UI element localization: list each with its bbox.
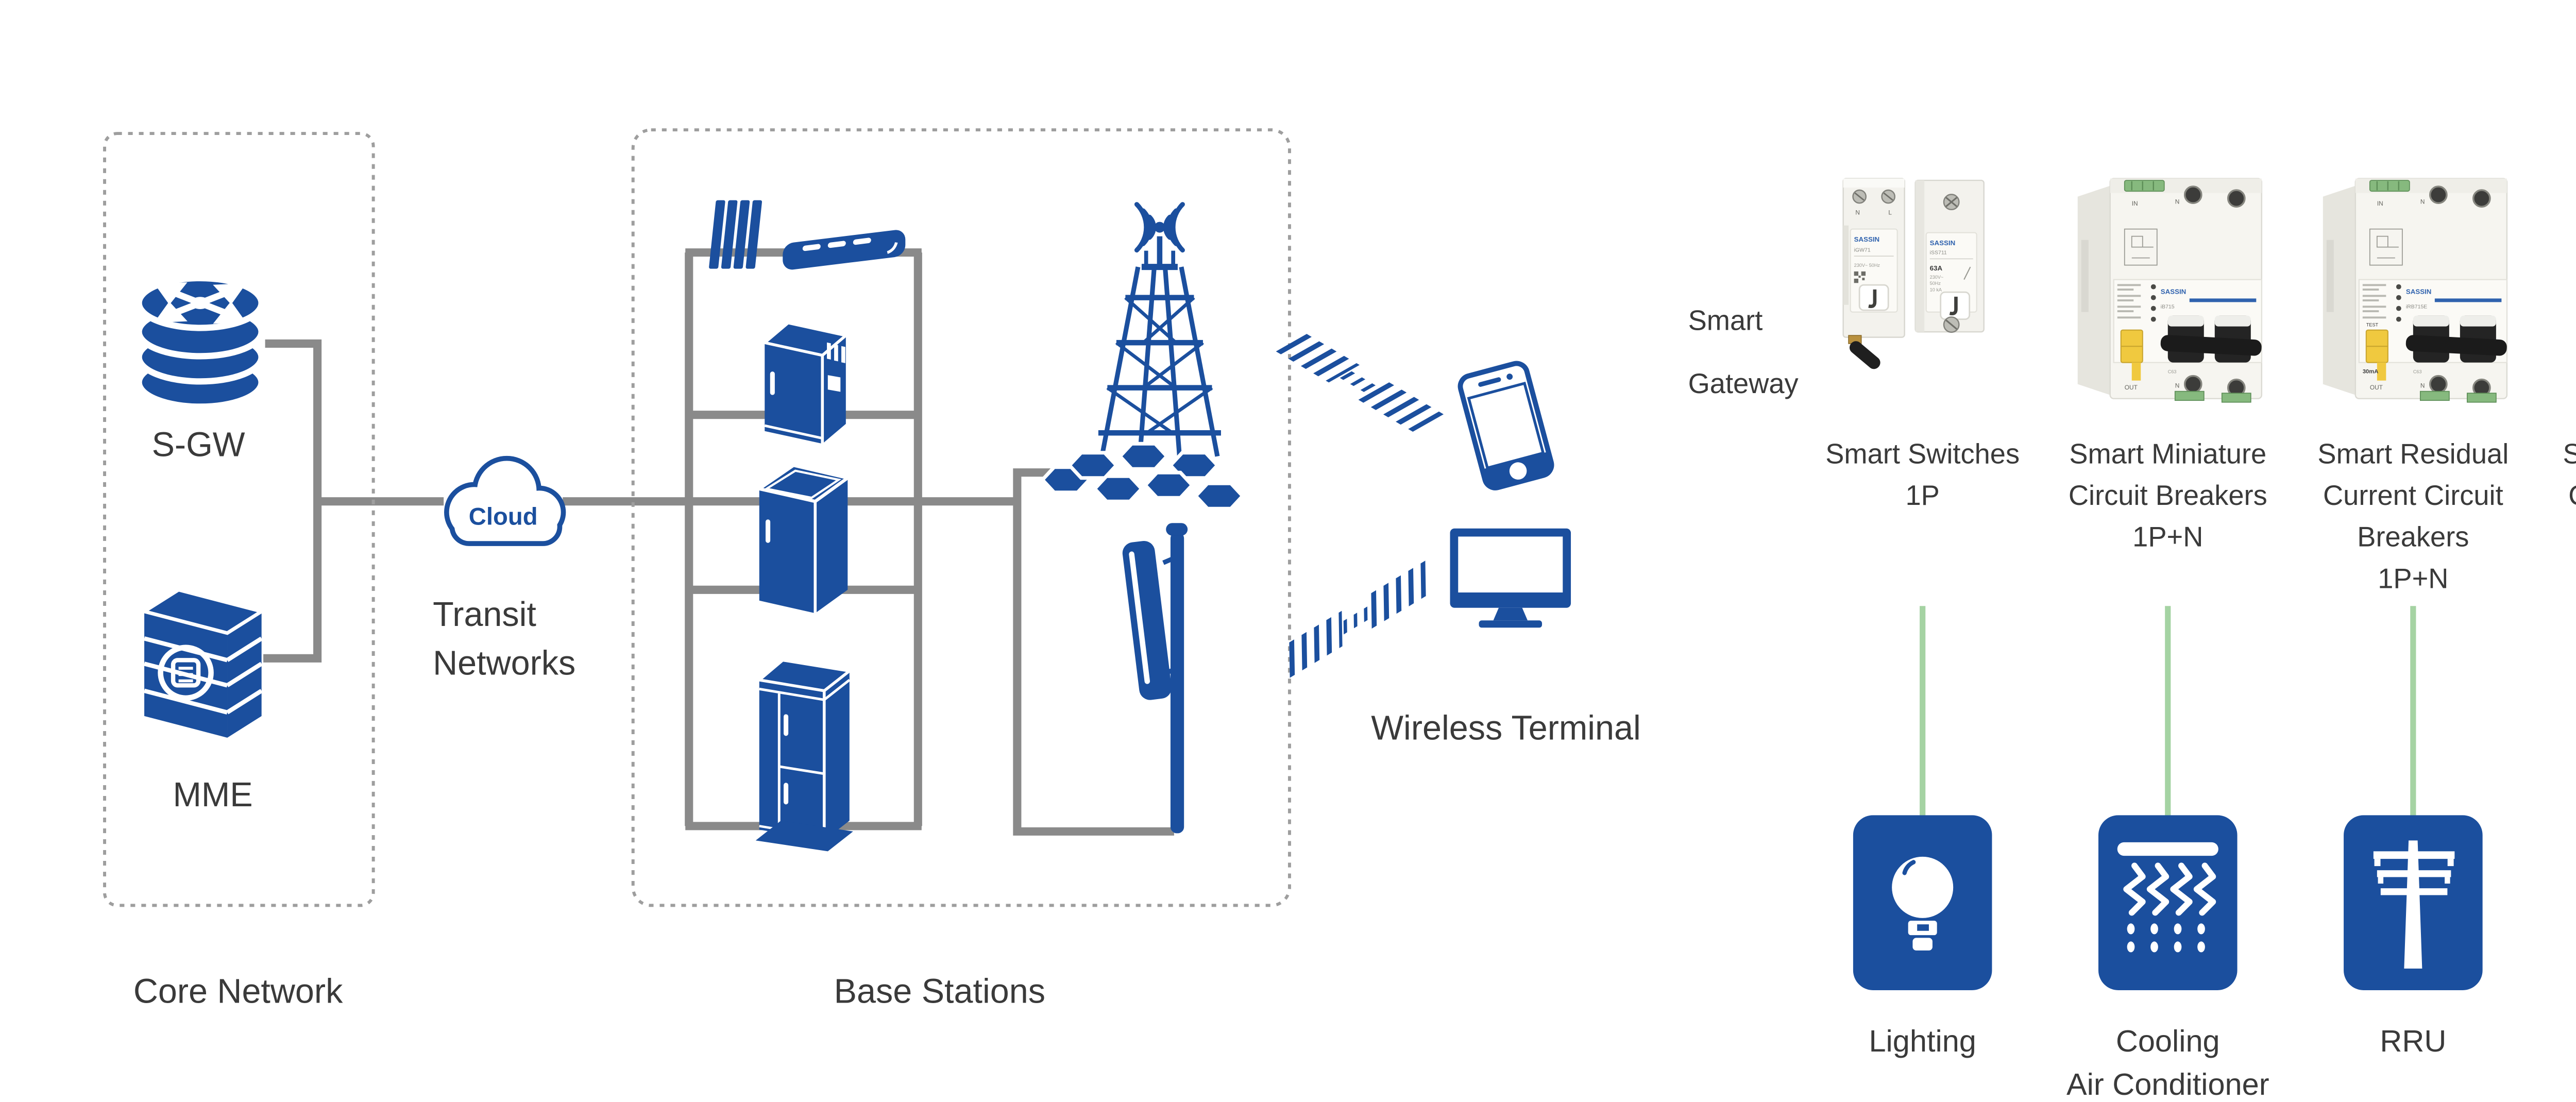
p3-n-top: N — [2420, 198, 2425, 206]
p3-label-2: Current Circuit — [2323, 480, 2503, 511]
p3-in: IN — [2377, 200, 2383, 207]
p2-n-bottom: N — [2175, 382, 2180, 389]
monitor-icon — [1450, 528, 1571, 628]
p1-label-1: Smart Switches — [1825, 439, 2020, 470]
hexagon-cells-icon — [1040, 442, 1245, 511]
product-residual-breaker-photo-1: IN N SASSIN iRB715E TEST 30mA C63 OUT N — [2322, 177, 2509, 403]
gateway-terminal-n: N — [1855, 209, 1860, 216]
gateway-brand: SASSIN — [1854, 235, 1880, 243]
load-tile-lighting — [1853, 815, 1992, 990]
power-pole-icon — [2373, 840, 2455, 969]
p3-n-bottom: N — [2420, 382, 2425, 389]
router-slab-icon — [783, 230, 906, 270]
wireless-terminal-title: Wireless Terminal — [1371, 709, 1640, 747]
smart-gateway-label-line1: Smart — [1688, 306, 1763, 336]
p2-label-1: Smart Miniature — [2069, 439, 2266, 470]
p3-out: OUT — [2370, 384, 2383, 391]
transit-title-line2: Networks — [433, 644, 575, 682]
p3-test: TEST — [2366, 323, 2379, 328]
panel-antenna-icon — [1122, 523, 1188, 834]
switch-freq: 50Hz — [1930, 281, 1941, 286]
mme-label: MME — [173, 776, 252, 814]
green-link-lines — [1920, 606, 2416, 817]
server-cabinet-1-icon — [761, 321, 849, 444]
mme-icon — [140, 587, 266, 738]
switch-volt: 230V~ — [1930, 275, 1944, 280]
p3-model: iRB715E — [2406, 304, 2427, 310]
cabinet-3-icon — [755, 658, 853, 852]
p2-c: C63 — [2168, 369, 2177, 375]
lightbulb-icon — [1892, 856, 1954, 951]
switch-breaking: 10 kA — [1930, 287, 1942, 292]
p3-label-1: Smart Residual — [2317, 439, 2509, 470]
gray-connectors — [263, 248, 1174, 836]
gateway-model: iGW71 — [1854, 247, 1871, 253]
load-label-rru: RRU — [2380, 1024, 2446, 1058]
sgw-label: S-GW — [152, 426, 245, 464]
p2-model: iB715 — [2161, 304, 2175, 310]
p2-label-2: Circuit Breakers — [2069, 480, 2267, 511]
p2-brand: SASSIN — [2161, 288, 2187, 296]
p3-label-4: 1P+N — [2378, 563, 2448, 594]
switch-model: iSS711 — [1930, 250, 1947, 256]
gateway-terminal-l: L — [1888, 209, 1892, 216]
core-network-box — [103, 132, 375, 907]
core-network-title: Core Network — [133, 972, 343, 1010]
load-label-cooling-2: Air Conditioner — [2066, 1067, 2269, 1101]
p4-label-1: Smart Residual — [2563, 439, 2576, 470]
product-labels: Smart Switches 1P Smart Miniature Circui… — [1825, 439, 2576, 595]
product-miniature-breaker-photo: IN N SASSIN iB715 C63 OUT N — [2076, 177, 2263, 403]
p2-out: OUT — [2125, 384, 2138, 391]
cabinet-2-icon — [755, 463, 852, 614]
radio-beam-upper — [1276, 334, 1444, 432]
p1-label-2: 1P — [1906, 480, 1940, 511]
p2-n-top: N — [2175, 198, 2180, 206]
p3-c: C63 — [2413, 369, 2422, 375]
qr-code-icon — [1854, 271, 1866, 283]
base-stations-title: Base Stations — [834, 972, 1045, 1010]
air-conditioner-icon — [2117, 842, 2218, 953]
p3-ma: 30mA — [2363, 369, 2378, 375]
product-smart-switch-photo: N L SASSIN iGW71 230V~ 50Hz SASSIN iSS71… — [1842, 178, 1985, 369]
baseband-blades-icon — [709, 200, 762, 269]
smartphone-icon — [1458, 361, 1554, 490]
switch-amp: 63A — [1930, 264, 1943, 272]
load-label-cooling-1: Cooling — [2116, 1024, 2220, 1058]
p2-in: IN — [2132, 200, 2138, 207]
switch-brand: SASSIN — [1930, 239, 1956, 247]
load-tile-rru — [2344, 815, 2483, 990]
load-label-lighting: Lighting — [1869, 1024, 1976, 1058]
p4-label-2: Current Circuit — [2568, 480, 2576, 511]
transit-title-line1: Transit — [433, 596, 536, 634]
p2-label-3: 1P+N — [2132, 522, 2203, 553]
radio-beam-lower — [1289, 561, 1426, 678]
smart-gateway-label-line2: Gateway — [1688, 368, 1799, 399]
p3-label-3: Breakers — [2357, 522, 2469, 553]
radio-tower-icon — [1098, 202, 1221, 457]
base-stations-box — [631, 128, 1291, 907]
cloud-icon: Cloud — [444, 455, 566, 546]
load-tile-cooling — [2098, 815, 2238, 990]
gateway-rating: 230V~ 50Hz — [1854, 263, 1880, 268]
sgw-router-icon — [135, 275, 265, 410]
p3-brand: SASSIN — [2406, 288, 2432, 296]
cloud-label: Cloud — [469, 503, 538, 531]
